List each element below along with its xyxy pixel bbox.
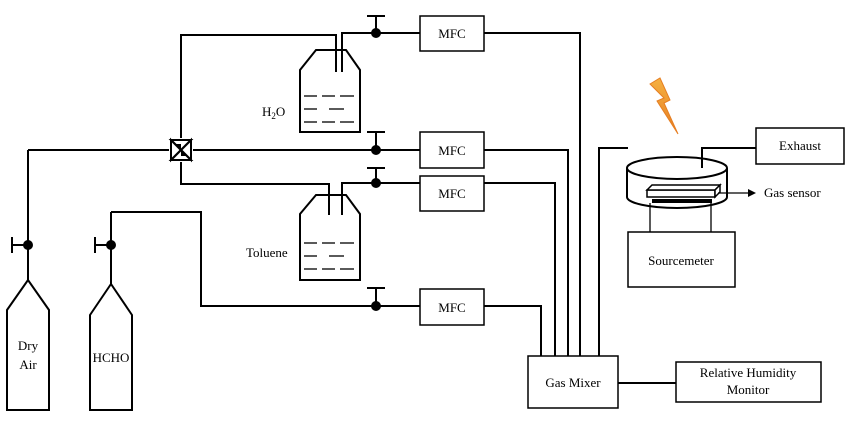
mfc-4-label: MFC <box>438 300 465 315</box>
rh-monitor-label-line1: Relative Humidity <box>700 365 797 380</box>
mfc-3: MFC <box>419 175 485 212</box>
sourcemeter-label: Sourcemeter <box>648 253 714 268</box>
gas-sensor-label-group: Gas sensor <box>764 185 821 200</box>
four-way-valve-icon[interactable] <box>168 137 194 163</box>
sourcemeter: Sourcemeter <box>627 231 736 288</box>
water-label: H2O <box>262 104 285 121</box>
piping <box>28 32 756 384</box>
rh-monitor-label-line2: Monitor <box>727 382 770 397</box>
mfc-3-label: MFC <box>438 186 465 201</box>
mfc-1-label: MFC <box>438 26 465 41</box>
mfc-2-label: MFC <box>438 143 465 158</box>
hcho-label: HCHO <box>93 350 130 365</box>
hcho-valve[interactable] <box>94 212 116 284</box>
hcho-cylinder: HCHO <box>89 282 133 411</box>
dry-air-label-line2: Air <box>19 357 37 372</box>
t-valve-icon[interactable] <box>367 131 385 155</box>
gas-sensor-label: Gas sensor <box>764 185 821 200</box>
gas-mixer: Gas Mixer <box>527 355 619 409</box>
dry-air-valve[interactable] <box>11 150 33 280</box>
toluene-label: Toluene <box>246 245 288 260</box>
lightning-bolt-icon <box>649 77 679 135</box>
sensor-chamber <box>626 156 756 232</box>
dry-air-cylinder: Dry Air <box>6 278 50 411</box>
toluene-bubbler: Toluene <box>246 194 361 281</box>
mfc-1: MFC <box>419 15 485 52</box>
t-valve-icon[interactable] <box>367 167 385 188</box>
exhaust: Exhaust <box>755 127 845 165</box>
water-bubbler: H2O <box>262 49 361 133</box>
rh-monitor: Relative Humidity Monitor <box>675 361 822 403</box>
gas-mixer-label: Gas Mixer <box>545 375 601 390</box>
dry-air-label-line1: Dry <box>18 338 39 353</box>
t-valve-icon[interactable] <box>367 287 385 311</box>
exhaust-label: Exhaust <box>779 138 821 153</box>
mfc-2: MFC <box>419 131 485 169</box>
t-valve-icon[interactable] <box>367 15 385 38</box>
mfc-4: MFC <box>419 288 485 326</box>
